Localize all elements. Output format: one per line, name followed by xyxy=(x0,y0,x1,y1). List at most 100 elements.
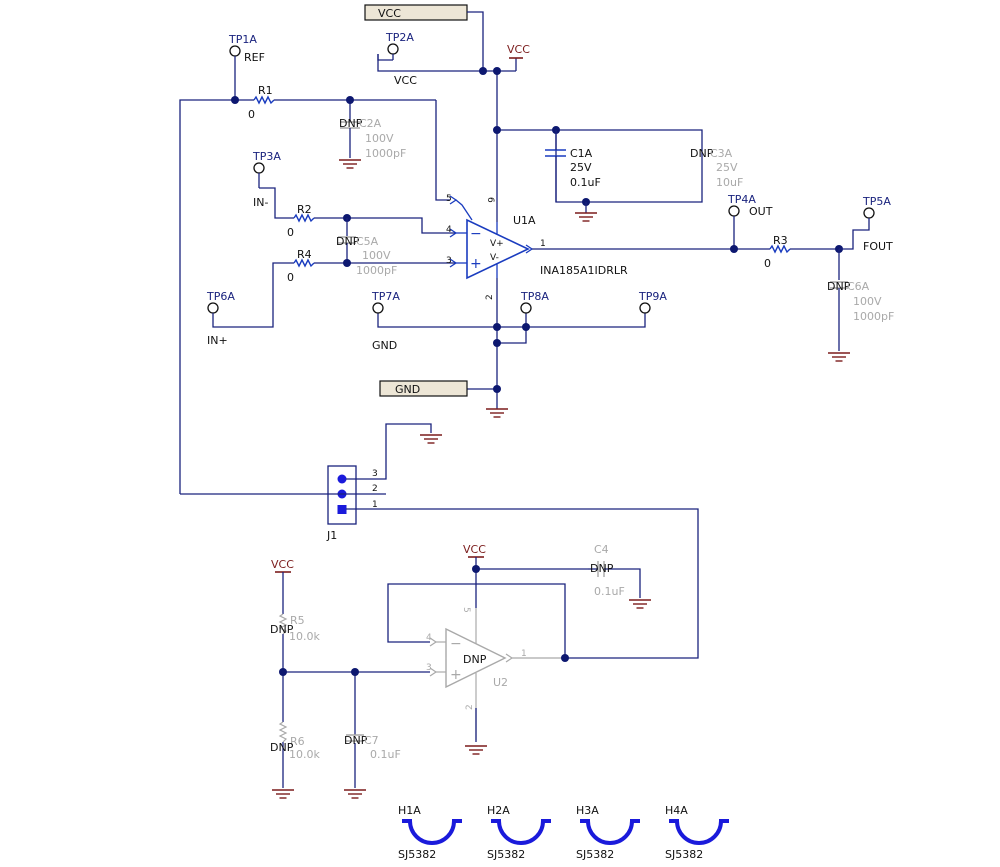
c5a-ref: C5A xyxy=(356,235,379,248)
junction-dot xyxy=(231,96,239,104)
tp2a-ref: TP2A xyxy=(385,31,414,44)
junction-dot xyxy=(343,259,351,267)
ground-symbol xyxy=(464,745,488,755)
junction-dot xyxy=(479,67,487,75)
c3a-dnp: DNP xyxy=(690,147,714,160)
tp7a-ref: TP7A xyxy=(371,290,400,303)
u1a-plus: + xyxy=(470,256,482,272)
j1-pin1: 1 xyxy=(372,500,378,510)
c7-value: 0.1uF xyxy=(370,748,401,761)
testpoint-tp2a[interactable] xyxy=(377,43,399,61)
tp8a-ref: TP8A xyxy=(520,290,549,303)
u2-minus: − xyxy=(450,636,462,652)
testpoint-tp6a[interactable] xyxy=(207,262,294,328)
c3a-ref: C3A xyxy=(710,147,733,160)
u1a-pin5: 5 xyxy=(446,194,452,204)
c1a-value: 0.1uF xyxy=(570,176,601,189)
capacitor-c2a[interactable] xyxy=(340,121,360,158)
r5-value: 10.0k xyxy=(289,630,320,643)
resistor-r2[interactable] xyxy=(293,213,315,223)
testpoint-tp5a[interactable] xyxy=(839,207,875,250)
junction-dot xyxy=(493,67,501,75)
u1a-pin3: 3 xyxy=(446,256,452,266)
u2-plus: + xyxy=(450,667,462,683)
mounting-hole-h1a[interactable] xyxy=(402,819,462,845)
mounting-hole-h2a[interactable] xyxy=(491,819,551,845)
resistor-r1[interactable] xyxy=(253,95,275,105)
capacitor-c1a[interactable] xyxy=(545,130,566,202)
u2-ref: U2 xyxy=(493,676,508,689)
u1a-pin1: 1 xyxy=(540,239,546,249)
ground-symbol xyxy=(338,159,362,169)
testpoint-tp1a[interactable] xyxy=(229,45,241,100)
resistor-r6[interactable] xyxy=(278,721,288,743)
resistor-r4[interactable] xyxy=(293,258,315,268)
junction-dot xyxy=(493,126,501,134)
u1a-vplus-label: V+ xyxy=(490,239,504,249)
r4-ref: R4 xyxy=(297,248,312,261)
resistor-r3[interactable] xyxy=(769,244,791,254)
c6a-voltage: 100V xyxy=(853,295,882,308)
junction-dot xyxy=(279,668,287,676)
capacitor-c4[interactable] xyxy=(588,561,641,598)
opamp-u1a[interactable] xyxy=(449,195,534,280)
j1-ref: J1 xyxy=(326,529,337,542)
c6a-ref: C6A xyxy=(847,280,870,293)
junction-dot xyxy=(561,654,569,662)
u1a-pin6: 6 xyxy=(485,197,495,203)
u1a-pin2: 2 xyxy=(485,294,495,300)
c7-ref: C7 xyxy=(364,734,379,747)
vcc-port-label: VCC xyxy=(378,7,401,20)
tp5a-net: FOUT xyxy=(863,240,893,253)
c6a-value: 1000pF xyxy=(853,310,894,323)
tp4a-net: OUT xyxy=(749,205,773,218)
vcc-net-port[interactable]: VCC xyxy=(364,4,468,21)
h4a-part: SJ5382 xyxy=(665,848,703,861)
ground-symbol xyxy=(419,434,443,444)
vcc-rail-wires xyxy=(377,11,703,222)
c7-dnp: DNP xyxy=(344,734,368,747)
capacitor-c7[interactable] xyxy=(346,734,364,742)
junction-dot xyxy=(493,385,501,393)
u2-pin5: 5 xyxy=(461,607,471,613)
h4a-ref: H4A xyxy=(665,804,688,817)
tp3a-net: IN- xyxy=(253,196,268,209)
ground-symbol xyxy=(628,599,652,609)
mounting-hole-h3a[interactable] xyxy=(580,819,640,845)
h1a-part: SJ5382 xyxy=(398,848,436,861)
c4-dnp: DNP xyxy=(590,562,614,575)
gnd-port-label: GND xyxy=(395,383,420,396)
testpoint-tp7a[interactable] xyxy=(372,302,384,314)
r3-ref: R3 xyxy=(773,234,788,247)
gnd-net-port[interactable]: GND xyxy=(379,380,468,397)
junction-dot xyxy=(346,96,354,104)
divider-wires xyxy=(282,634,430,788)
r1-ref: R1 xyxy=(258,84,273,97)
c2a-dnp: DNP xyxy=(339,117,363,130)
resistor-r5[interactable] xyxy=(278,613,288,635)
u1a-part: INA185A1IDRLR xyxy=(540,264,628,277)
tp4a-ref: TP4A xyxy=(727,193,756,206)
junction-dot xyxy=(730,245,738,253)
connector-j1[interactable] xyxy=(327,465,357,525)
testpoint-tp8a[interactable] xyxy=(520,302,532,314)
testpoint-tp3a[interactable] xyxy=(253,162,265,188)
tp6a-net: IN+ xyxy=(207,334,228,347)
u1a-pin4: 4 xyxy=(446,225,452,235)
r5-vcc-label: VCC xyxy=(271,558,294,571)
testpoint-tp4a[interactable] xyxy=(728,205,740,249)
ground-symbol xyxy=(485,408,509,418)
vcc-symbol-label: VCC xyxy=(507,43,530,56)
capacitor-c6a[interactable] xyxy=(830,249,848,351)
ground-symbol xyxy=(574,212,598,222)
tp1a-net: REF xyxy=(244,51,265,64)
tp5a-ref: TP5A xyxy=(862,195,891,208)
c1a-voltage: 25V xyxy=(570,161,592,174)
testpoint-tp9a[interactable] xyxy=(639,302,651,314)
opamp-u2[interactable] xyxy=(429,608,565,740)
mounting-hole-h4a[interactable] xyxy=(669,819,729,845)
u2-feedback-wires xyxy=(387,583,566,742)
j1-wires xyxy=(180,423,699,659)
r5-dnp: DNP xyxy=(270,623,294,636)
